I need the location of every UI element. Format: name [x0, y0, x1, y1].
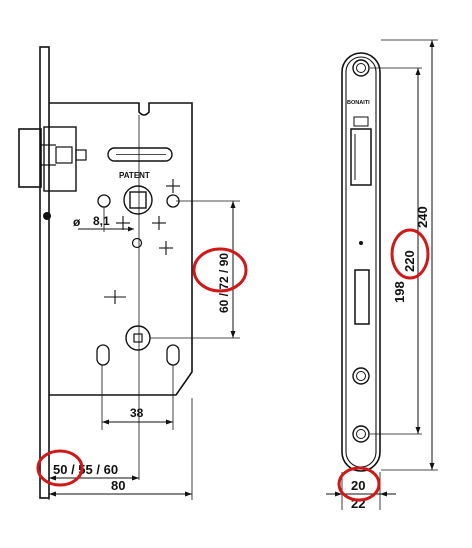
- diameter-symbol: ø: [73, 215, 81, 229]
- highlight-plate-width-inner: [337, 466, 381, 502]
- lower-slot-right: [166, 344, 180, 366]
- faceplate-inner-outline: [345, 56, 377, 468]
- center-38-dimension: 38: [101, 365, 174, 430]
- latch-window: [350, 128, 372, 186]
- diameter-value: 8,1: [93, 214, 110, 228]
- oblong-slot: [107, 147, 173, 162]
- faceplate-strip: [39, 46, 50, 499]
- top-screw: [352, 59, 370, 77]
- plate-height-mid-label: 220: [402, 250, 417, 272]
- backset-vertical-label: 60 / 72 / 90: [217, 253, 231, 313]
- backset-horizontal-dimensions: 50 / 55 / 60 80: [48, 398, 193, 500]
- deadbolt-window: [354, 269, 370, 325]
- faceplate-screw: [43, 212, 51, 220]
- patent-label: PATENT: [119, 171, 150, 180]
- backset-vertical-dimension: 60 / 72 / 90: [150, 200, 240, 339]
- cylinder-hole: [125, 325, 151, 351]
- brand-mark: BONAITI: [347, 100, 370, 106]
- follower-square: [123, 185, 153, 215]
- center-dot: [359, 241, 363, 245]
- mount-hole-left: [97, 194, 111, 208]
- center-38-label: 38: [130, 406, 144, 420]
- highlight-annotations: [36, 228, 430, 502]
- faceplate-outline: [341, 52, 381, 472]
- small-hole-center: [131, 237, 143, 249]
- lower-slot-left: [96, 344, 110, 366]
- backset-options-label: 50 / 55 / 60: [53, 462, 118, 477]
- diameter-dimension: ø 8,1: [73, 207, 134, 232]
- faceplate-front-view: BONAITI 240 220 198: [326, 39, 438, 511]
- lock-case-outline: [49, 102, 193, 396]
- lock-body-view: PATENT ø 8,1: [18, 46, 240, 500]
- plate-width-inner-label: 20: [351, 478, 365, 493]
- plate-width-dimensions: 20 22: [326, 472, 396, 511]
- plate-height-outer-label: 240: [415, 206, 430, 228]
- highlight-plate-height-mid: [390, 228, 430, 280]
- highlight-backset-options: [36, 449, 84, 487]
- case-width-label: 80: [111, 478, 125, 493]
- plate-height-inner-label: 198: [392, 281, 407, 303]
- cross-marks: [104, 179, 180, 304]
- latch-bolt: [18, 126, 87, 192]
- plate-height-dimensions: 240 220 198: [370, 39, 438, 471]
- mid-screw: [352, 367, 370, 385]
- highlight-backset-vertical: [192, 247, 248, 293]
- bottom-screw: [352, 425, 370, 443]
